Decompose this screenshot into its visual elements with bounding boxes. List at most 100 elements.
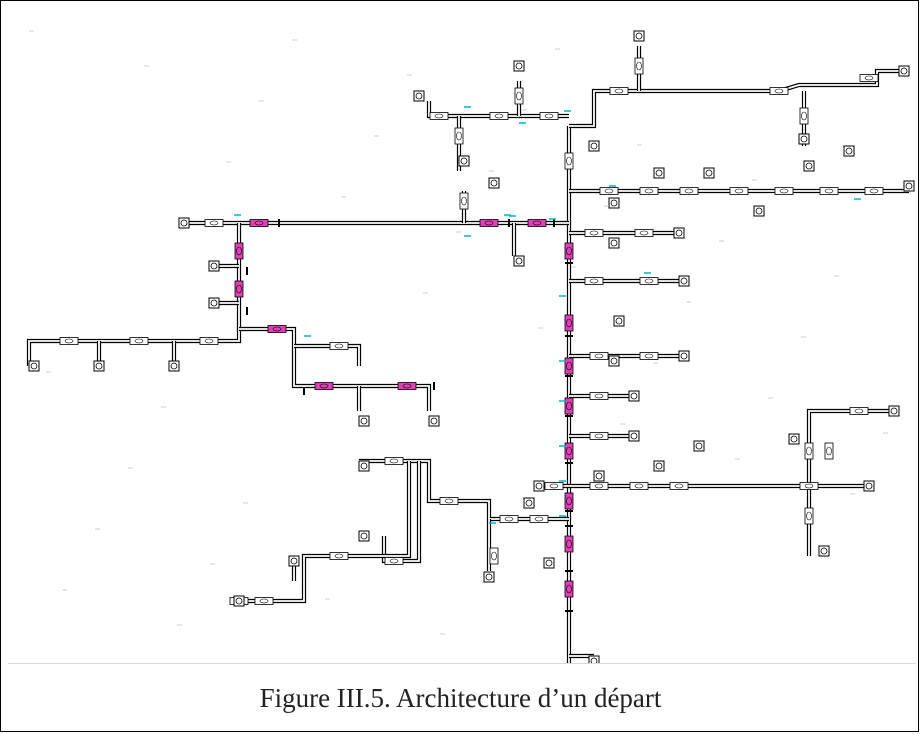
load-symbol — [170, 362, 178, 370]
load-icon — [588, 655, 600, 663]
load-icon — [608, 197, 620, 209]
cable-marker — [389, 458, 399, 464]
load-symbol — [755, 207, 763, 215]
load-icon — [28, 360, 40, 372]
cable-marker — [644, 353, 654, 359]
cable-section — [584, 229, 604, 237]
cable-marker — [734, 188, 744, 194]
load-icon — [753, 205, 765, 217]
load-symbol — [95, 362, 103, 370]
cable-section — [669, 482, 689, 490]
load-symbol — [630, 432, 638, 440]
cable-marker — [594, 433, 604, 439]
feeder-line-core — [294, 345, 360, 366]
cable-marker — [566, 361, 572, 371]
cable-marker — [824, 188, 834, 194]
cable-section — [544, 482, 564, 490]
load-symbol — [635, 32, 643, 40]
cable-section — [589, 432, 609, 440]
network-diagram — [26, 30, 915, 663]
cable-marker — [566, 401, 572, 411]
cable-marker — [774, 88, 784, 94]
cable-marker — [532, 220, 542, 226]
highlighted-cable-section — [267, 325, 287, 333]
cable-marker — [549, 483, 559, 489]
cable-section — [489, 547, 499, 565]
load-icon — [843, 145, 855, 157]
cable-marker — [806, 446, 812, 456]
load-symbol — [655, 169, 663, 177]
load-icon — [613, 315, 625, 327]
load-symbol — [655, 462, 663, 470]
cable-marker — [684, 188, 694, 194]
highlighted-cable-section — [479, 219, 499, 227]
load-symbol — [800, 135, 808, 143]
load-icon — [208, 297, 220, 309]
cable-section — [799, 482, 819, 490]
caption-divider — [8, 663, 916, 664]
cable-section — [729, 187, 749, 195]
cable-section — [824, 442, 834, 460]
cable-marker — [484, 220, 494, 226]
cable-marker — [319, 383, 329, 389]
cable-marker — [334, 343, 344, 349]
highlighted-cable-section — [564, 442, 574, 460]
cable-section — [634, 57, 644, 75]
cable-marker — [566, 539, 572, 549]
feeder-line — [381, 461, 422, 564]
cable-marker — [566, 156, 572, 166]
load-symbol — [290, 557, 298, 565]
cable-marker — [589, 278, 599, 284]
cable-section — [634, 229, 654, 237]
highlighted-cable-section — [234, 242, 244, 260]
cable-marker — [566, 496, 572, 506]
cable-marker — [64, 338, 74, 344]
cable-marker — [594, 353, 604, 359]
load-icon — [633, 30, 645, 42]
load-icon — [903, 180, 915, 192]
cable-section — [129, 337, 149, 345]
cable-section — [639, 187, 659, 195]
cable-section — [564, 152, 574, 170]
cable-marker — [544, 113, 554, 119]
load-symbol — [545, 559, 553, 567]
feeder-line-core — [428, 101, 569, 117]
highlighted-cable-section — [397, 382, 417, 390]
load-icon — [483, 571, 495, 583]
cable-section — [499, 515, 519, 523]
load-icon — [818, 545, 830, 557]
load-icon — [673, 227, 685, 239]
load-icon — [233, 595, 245, 607]
cable-section — [864, 187, 884, 195]
cable-marker — [801, 111, 807, 121]
load-symbol — [485, 573, 493, 581]
load-icon — [523, 497, 535, 509]
cable-marker — [826, 446, 832, 456]
load-icon — [208, 260, 220, 272]
load-symbol — [680, 352, 688, 360]
load-icon — [678, 350, 690, 362]
cable-marker — [806, 511, 812, 521]
cable-section — [489, 112, 509, 120]
load-symbol — [805, 162, 813, 170]
cable-section — [204, 219, 224, 227]
cable-marker — [639, 230, 649, 236]
cable-section — [384, 457, 404, 465]
cable-section — [589, 352, 609, 360]
load-icon — [543, 557, 555, 569]
load-symbol — [610, 199, 618, 207]
cable-marker — [494, 113, 504, 119]
cable-marker — [804, 483, 814, 489]
cable-section — [254, 597, 274, 605]
load-symbol — [30, 362, 38, 370]
cable-marker — [674, 483, 684, 489]
cable-marker — [636, 61, 642, 71]
load-symbol — [595, 472, 603, 480]
cable-section — [459, 192, 469, 210]
load-symbol — [905, 182, 913, 190]
cable-section — [329, 552, 349, 560]
load-symbol — [695, 442, 703, 450]
feeder-line — [569, 68, 904, 129]
highlighted-cable-section — [564, 535, 574, 553]
